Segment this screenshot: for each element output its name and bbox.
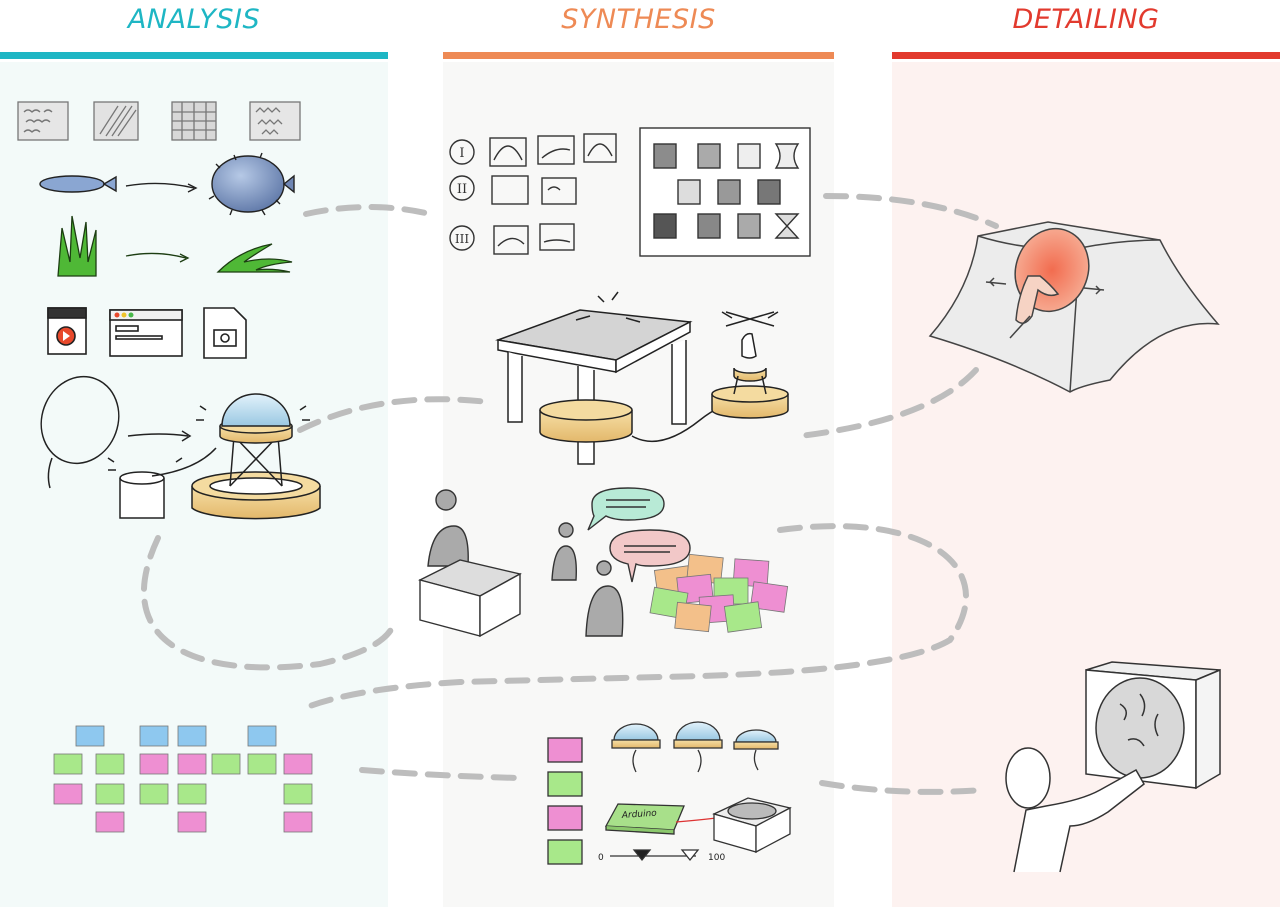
flow-line-synthesis-detailing [823,193,999,229]
analysis-bar [0,52,388,59]
flow-line-sticky-arduino [359,767,523,781]
flow-line-analysis-synthesis [303,204,433,217]
texture-swatches [17,101,301,141]
numbered-graphs [449,133,617,255]
flow-line-dome-return [297,396,491,433]
media-icons [47,307,247,359]
detailing-bar [892,52,1280,59]
flow-line-synthesis-loop [307,523,969,709]
flow-lines [140,193,999,795]
numeral-1: I [459,146,464,161]
deformed-surface [928,221,1220,393]
numeral-2: II [457,182,467,197]
user-touch-cube [1005,661,1221,873]
table-prototype [495,291,789,465]
synthesis-title: SYNTHESIS [561,4,716,35]
analysis-title: ANALYSIS [127,4,261,35]
prototype-kit [547,721,792,865]
workshop-scene [418,487,691,638]
arduino-label: Arduino [621,809,658,822]
balloon-to-dome [40,375,321,520]
detailing-title: DETAILING [1012,4,1160,35]
flow-line-analysis-loop [140,535,395,671]
slider-min-label: 0 [598,853,604,863]
synthesis-bar [443,52,834,59]
grass-row [57,215,293,277]
synthesis-sticky-pile [649,553,789,633]
pufferfish-row [39,152,295,216]
slider-max-label: 100 [708,853,725,863]
flow-line-arduino-user [819,780,985,795]
analysis-sticky-notes [53,725,313,833]
flow-line-detailing-return [797,367,979,439]
numeral-3: III [455,232,469,246]
texture-board [639,127,811,257]
roman-numerals: I II III [455,146,469,246]
